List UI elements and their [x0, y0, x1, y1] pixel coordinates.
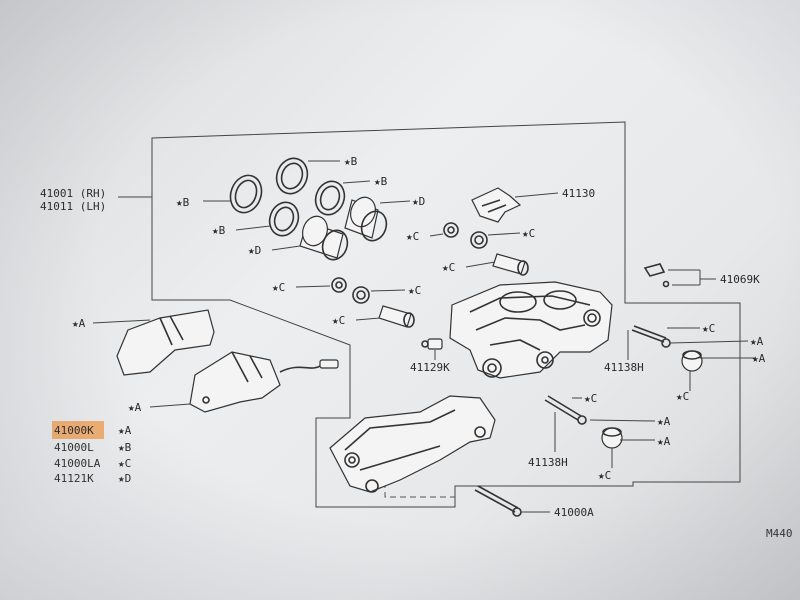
marker-c: ★C — [442, 261, 455, 274]
assembly-rh-label: 41001 (RH) — [40, 187, 106, 200]
marker-c: ★C — [598, 469, 611, 482]
legend-part: 41000L — [54, 441, 94, 454]
boot-upper-left — [443, 222, 459, 238]
bracket-dashed — [384, 482, 455, 498]
marker-c: ★C — [408, 284, 421, 297]
clip-41130 — [471, 187, 522, 223]
marker-labels: ★B ★B ★B ★B ★D ★D ★C ★C ★C ★C ★C ★C ★A ★… — [72, 155, 766, 482]
marker-b: ★B — [344, 155, 358, 168]
dust-cap-lower — [601, 427, 623, 449]
kit-legend: 41000K ★A 41000L ★B 41000LA ★C 41121K ★D — [54, 424, 132, 485]
seal-ring-4 — [268, 201, 300, 237]
assembly-lh-label: 41011 (LH) — [40, 200, 106, 213]
marker-d: ★D — [412, 195, 425, 208]
legend-kit: ★A — [118, 424, 132, 437]
marker-c: ★C — [406, 230, 419, 243]
piston-lower — [299, 215, 349, 261]
label-41069k: 41069K — [720, 273, 760, 286]
seal-ring-2 — [229, 174, 263, 214]
bolt-41000a — [474, 485, 522, 517]
marker-a: ★A — [128, 401, 142, 414]
marker-c: ★C — [702, 322, 715, 335]
label-41129k: 41129K — [410, 361, 450, 374]
boot-mid-left — [331, 277, 347, 293]
label-41000a: 41000A — [554, 506, 594, 519]
bleeder-41069k — [643, 263, 670, 288]
caliper-bracket — [329, 395, 496, 493]
legend-highlight — [52, 421, 104, 439]
label-41138h-upper: 41138H — [604, 361, 644, 374]
guide-pin-upper — [631, 325, 671, 348]
caliper-body — [449, 281, 613, 379]
marker-c: ★C — [272, 281, 285, 294]
legend-kit: ★D — [118, 472, 131, 485]
legend-kit: ★B — [118, 441, 132, 454]
bleeder-screw-41129k — [421, 338, 443, 350]
piston-upper — [344, 196, 388, 242]
marker-b: ★B — [374, 175, 388, 188]
legend-part: 41000LA — [54, 457, 101, 470]
marker-b: ★B — [176, 196, 190, 209]
sleeve-lower — [378, 305, 415, 328]
label-41130: 41130 — [562, 187, 595, 200]
marker-a: ★A — [72, 317, 86, 330]
seal-ring-3 — [314, 180, 346, 216]
label-41138h-lower: 41138H — [528, 456, 568, 469]
dust-cap-upper — [681, 350, 703, 372]
legend-part: 41000K — [54, 424, 94, 437]
marker-leaders — [92, 160, 755, 441]
marker-b: ★B — [212, 224, 226, 237]
guide-pin-lower — [544, 395, 587, 425]
leader-41130 — [514, 192, 559, 198]
marker-d: ★D — [248, 244, 261, 257]
marker-a: ★A — [657, 435, 671, 448]
marker-c: ★C — [522, 227, 535, 240]
marker-c: ★C — [584, 392, 597, 405]
boot-upper-right — [470, 231, 488, 249]
boot-mid-right — [352, 286, 370, 304]
marker-a: ★A — [657, 415, 671, 428]
marker-a: ★A — [752, 352, 766, 365]
marker-a: ★A — [750, 335, 764, 348]
seal-ring-1 — [275, 157, 309, 195]
legend-kit: ★C — [118, 457, 131, 470]
sleeve-upper — [492, 253, 529, 276]
marker-c: ★C — [332, 314, 345, 327]
pad-upper — [116, 309, 215, 376]
pad-lower — [189, 351, 339, 413]
marker-c: ★C — [676, 390, 689, 403]
legend-part: 41121K — [54, 472, 94, 485]
page-code: M440 — [766, 527, 793, 540]
